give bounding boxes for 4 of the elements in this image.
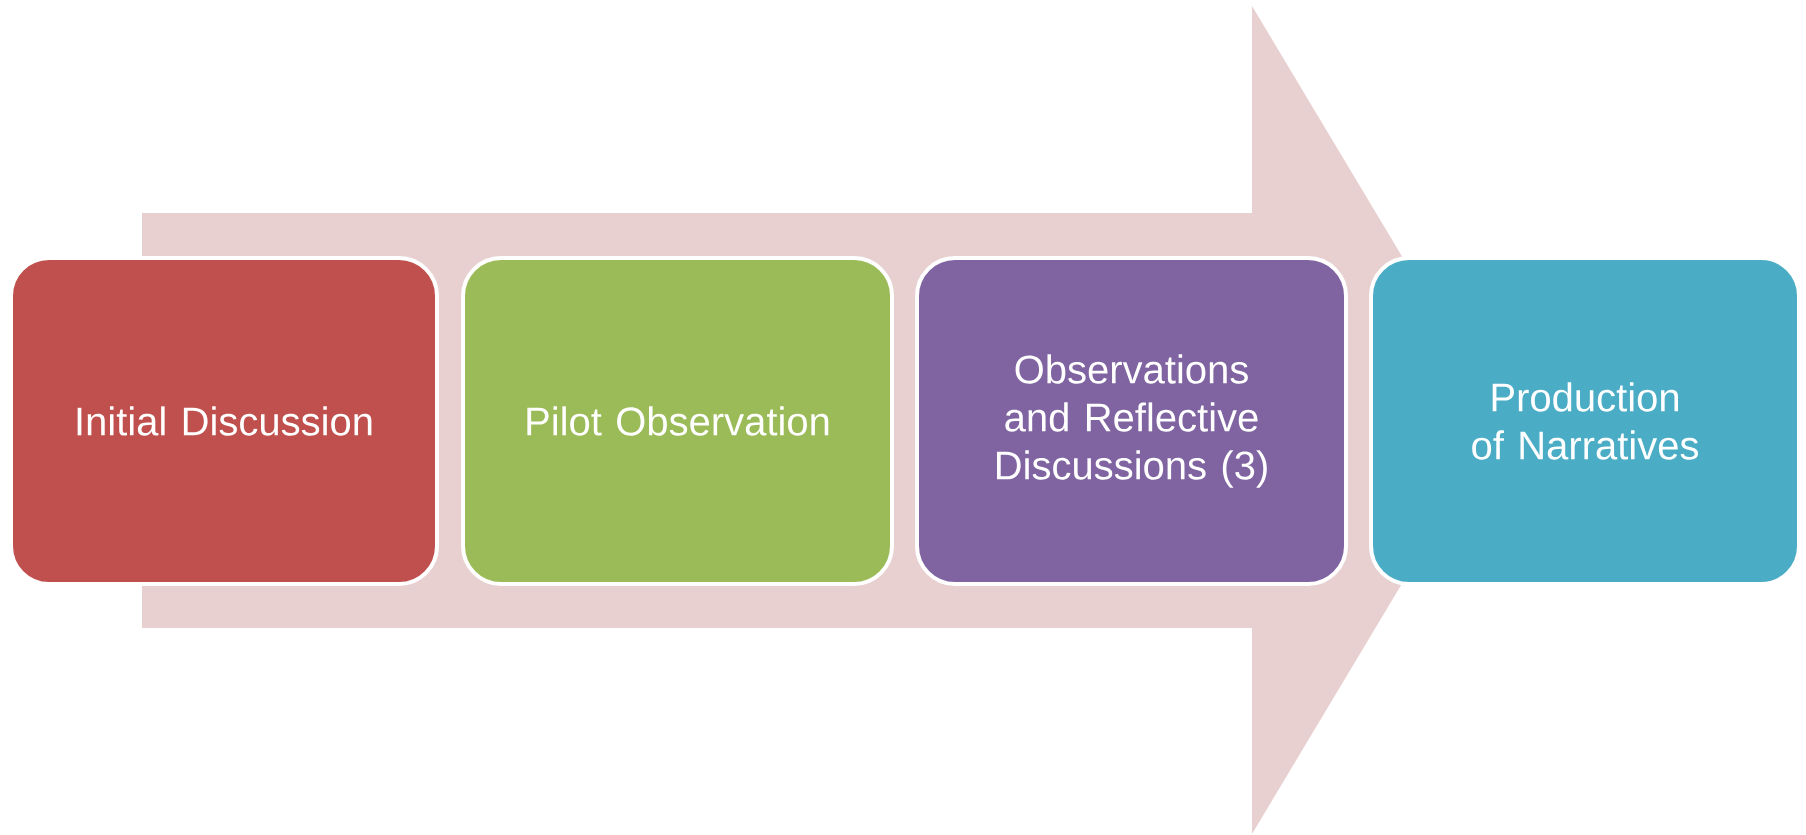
process-box: Observations and Reflective Discussions (3): [915, 256, 1348, 586]
process-box: Initial Discussion: [9, 256, 439, 586]
process-box: Production of Narratives: [1369, 256, 1801, 586]
process-box: Pilot Observation: [461, 256, 894, 586]
